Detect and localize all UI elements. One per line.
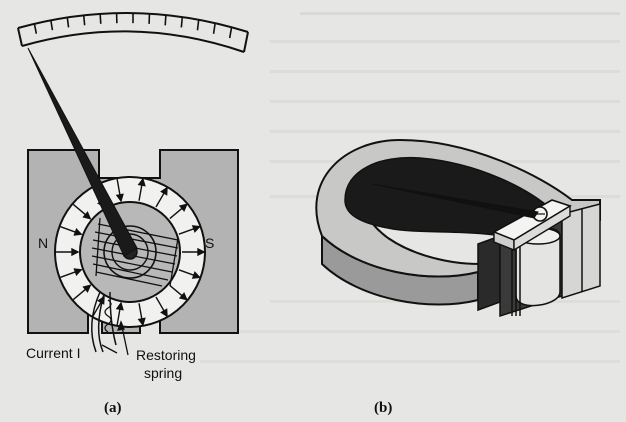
scale-inner-arc xyxy=(22,31,244,52)
north-pole-label: N xyxy=(38,235,48,251)
scale-tick xyxy=(214,23,216,34)
current-label: Current I xyxy=(26,345,80,361)
south-pole-label: S xyxy=(205,235,214,251)
galvanometer-3d-view: (b) xyxy=(316,140,600,416)
restoring-spring-label-line1: Restoring xyxy=(136,347,196,363)
scale-tick xyxy=(51,20,53,30)
moving-coil-galvanometer-diagram: N S Current I Restoring spring (a) xyxy=(18,13,248,416)
scale-ticks xyxy=(34,13,231,38)
scale-tick xyxy=(34,24,36,34)
scale-tick xyxy=(84,15,85,25)
scale-tick xyxy=(181,17,182,27)
caption-b: (b) xyxy=(374,400,392,416)
meter-scale xyxy=(18,13,248,52)
scale-tick xyxy=(165,15,166,25)
restoring-spring-label-line2: spring xyxy=(144,365,182,381)
scale-tick xyxy=(67,17,68,27)
scale-tick xyxy=(100,14,101,24)
scale-tick xyxy=(197,20,198,31)
pole-piece-left xyxy=(478,236,500,310)
caption-a: (a) xyxy=(104,400,122,416)
scale-tick xyxy=(230,27,232,38)
